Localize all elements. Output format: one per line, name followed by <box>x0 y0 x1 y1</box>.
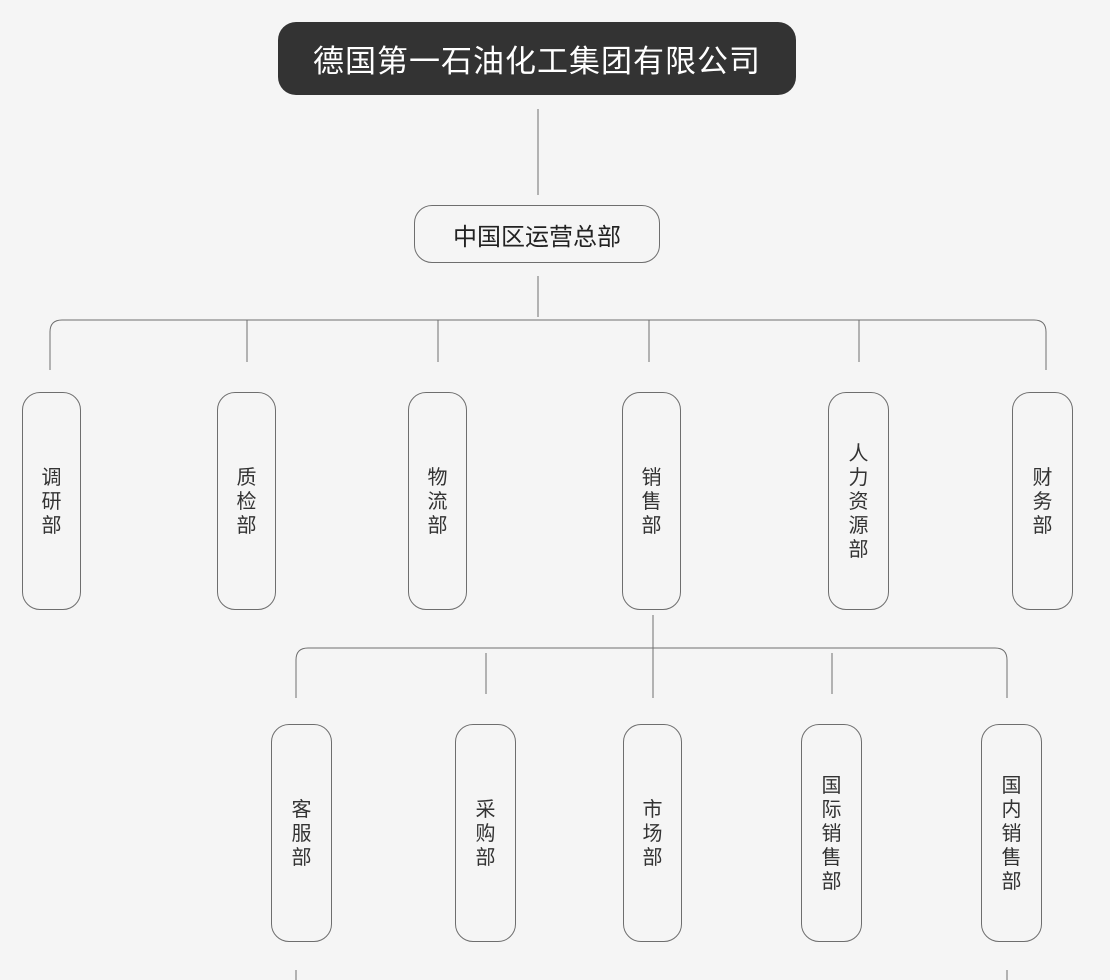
dept-label: 物流部 <box>427 465 448 537</box>
china-hq-node: 中国区运营总部 <box>414 205 660 263</box>
subdept-node-procurement: 采购部 <box>455 724 516 942</box>
dept-node-finance: 财务部 <box>1012 392 1073 610</box>
dept-label: 人力资源部 <box>848 441 869 561</box>
subdept-node-domestic-sales: 国内销售部 <box>981 724 1042 942</box>
subdept-label: 采购部 <box>475 797 496 869</box>
dept-label: 财务部 <box>1032 465 1053 537</box>
dept-node-sales: 销售部 <box>622 392 681 610</box>
root-company-node: 德国第一石油化工集团有限公司 <box>278 22 796 95</box>
subdept-label: 国内销售部 <box>1001 773 1022 893</box>
dept-node-research: 调研部 <box>22 392 81 610</box>
subdept-label: 客服部 <box>291 797 312 869</box>
subdept-label: 国际销售部 <box>821 773 842 893</box>
subdept-node-marketing: 市场部 <box>623 724 682 942</box>
dept-label: 调研部 <box>41 465 62 537</box>
connector-dept-bus <box>49 319 1047 370</box>
dept-label: 质检部 <box>236 465 257 537</box>
dept-node-quality: 质检部 <box>217 392 276 610</box>
subdept-node-intl-sales: 国际销售部 <box>801 724 862 942</box>
dept-node-logistics: 物流部 <box>408 392 467 610</box>
china-hq-label: 中国区运营总部 <box>453 222 621 251</box>
subdept-label: 市场部 <box>642 797 663 869</box>
connector-sub-bus <box>295 647 1008 698</box>
subdept-node-customer-service: 客服部 <box>271 724 332 942</box>
root-company-label: 德国第一石油化工集团有限公司 <box>313 44 761 80</box>
dept-label: 销售部 <box>641 465 662 537</box>
dept-node-hr: 人力资源部 <box>828 392 889 610</box>
